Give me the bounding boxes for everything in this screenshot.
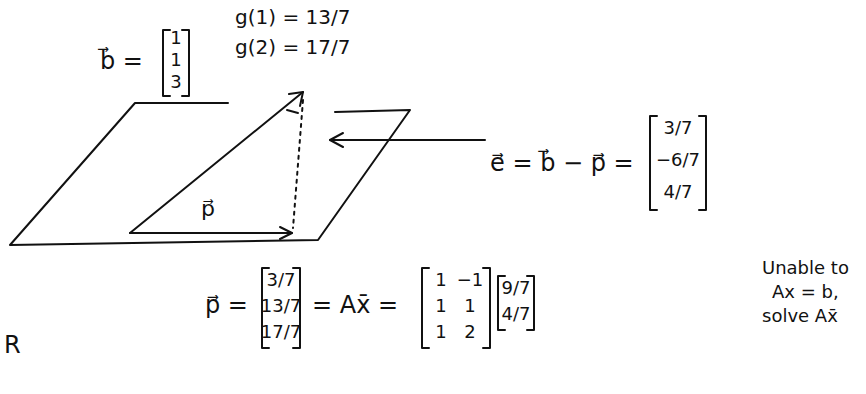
matrix-entry: 2 <box>464 322 475 343</box>
matrix-entry: 1 <box>464 296 475 317</box>
bracket <box>422 268 429 348</box>
vector-entry: 3/7 <box>664 118 693 139</box>
right-angle-mark <box>287 110 298 113</box>
vector-entry: 1 <box>170 28 181 49</box>
note: Unable to <box>762 258 849 279</box>
arrowhead <box>289 92 303 106</box>
matrix-entry: 1 <box>435 270 446 291</box>
matrix-entry: −1 <box>457 270 484 291</box>
arrowhead <box>280 227 292 239</box>
vector-entry: 4/7 <box>502 304 531 325</box>
matrix-entry: 1 <box>435 296 446 317</box>
note: g(1) = 13/7 <box>235 6 350 29</box>
matrix-entry: 1 <box>435 322 446 343</box>
vector-entry: −6/7 <box>656 150 700 171</box>
note: Ax = b, <box>772 282 839 303</box>
vector-entry: 3 <box>170 72 181 93</box>
equation: e⃗ = b⃗ − p⃗ = <box>490 150 634 178</box>
note: g(2) = 17/7 <box>235 36 350 59</box>
bracket <box>699 116 706 210</box>
bracket <box>182 30 189 96</box>
margin-letter: R <box>4 332 21 360</box>
vector-name: b⃗ = <box>100 48 143 76</box>
error-dotted-line <box>293 100 303 228</box>
plane-outline <box>10 103 410 245</box>
vector-entry: 4/7 <box>664 182 693 203</box>
bracket <box>163 30 170 96</box>
note: solve Ax̄ <box>762 306 838 327</box>
vector-entry: 3/7 <box>267 270 296 291</box>
vector-name: p⃗ = <box>205 292 248 320</box>
pointer-arrow <box>330 139 485 141</box>
equation: = Ax̄ = <box>312 292 398 320</box>
vector-b <box>130 92 303 233</box>
vector-p <box>130 232 292 234</box>
vector-entry: 1 <box>170 50 181 71</box>
vector-entry: 9/7 <box>502 278 531 299</box>
vector-name: p⃗ <box>201 196 215 221</box>
bracket <box>650 116 657 210</box>
vector-entry: 13/7 <box>261 296 301 317</box>
vector-entry: 17/7 <box>261 322 301 343</box>
arrowhead <box>330 133 343 147</box>
bracket <box>483 268 490 348</box>
